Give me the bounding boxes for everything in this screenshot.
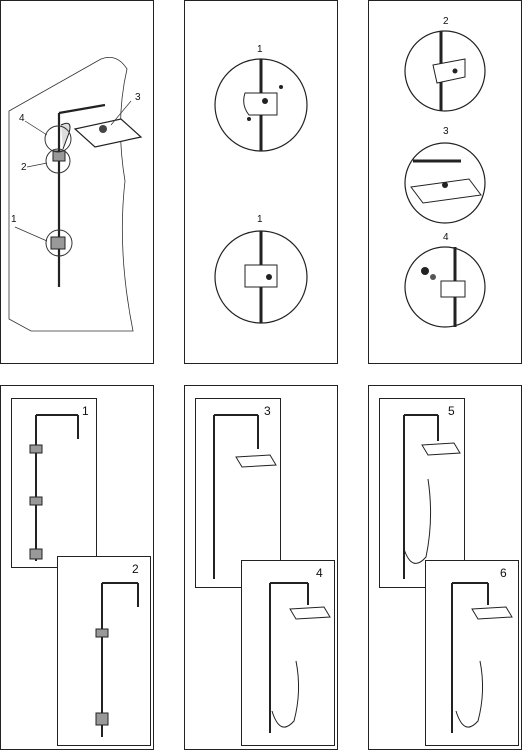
install-step-1-label: 1 xyxy=(82,404,89,418)
install-step-6-label: 6 xyxy=(500,566,507,580)
install-step-3-label: 3 xyxy=(264,404,271,418)
install-step-5-frame: 5 xyxy=(379,398,465,588)
install-step-4-frame: 4 xyxy=(241,560,335,746)
install-step-6-frame: 6 xyxy=(425,560,519,746)
step-label-top: 1 xyxy=(257,44,263,55)
install-step-5-drawing xyxy=(403,414,461,579)
callout-4: 4 xyxy=(19,113,25,124)
step-label-bottom: 1 xyxy=(257,214,263,225)
detail-b-illustration xyxy=(214,58,308,324)
install-step-3-frame: 3 xyxy=(195,398,281,588)
overview-panel: 4 2 1 3 xyxy=(0,0,154,364)
detail-panel-c: 2 3 4 xyxy=(368,0,522,364)
callout-3: 3 xyxy=(135,92,141,103)
install-panel-1-2: 1 2 xyxy=(0,385,154,750)
install-step-4-label: 4 xyxy=(316,566,323,580)
step-label-4: 4 xyxy=(443,232,449,243)
install-step-1-drawing xyxy=(29,414,79,561)
install-step-2-drawing xyxy=(95,582,139,737)
install-step-1-frame: 1 xyxy=(11,398,97,568)
overview-illustration xyxy=(8,56,143,332)
install-step-3-drawing xyxy=(213,414,277,579)
install-step-2-label: 2 xyxy=(132,562,139,576)
install-step-4-drawing xyxy=(269,582,331,733)
detail-panel-b: 1 1 xyxy=(184,0,338,364)
callout-2: 2 xyxy=(21,162,27,173)
detail-c-illustration xyxy=(404,30,486,328)
step-label-3: 3 xyxy=(443,126,449,137)
install-step-2-frame: 2 xyxy=(57,556,151,746)
install-panel-5-6: 5 6 xyxy=(368,385,522,750)
callout-1: 1 xyxy=(11,214,17,225)
install-step-5-label: 5 xyxy=(448,404,455,418)
step-label-2: 2 xyxy=(443,16,449,27)
install-step-6-drawing xyxy=(451,582,513,733)
install-panel-3-4: 3 4 xyxy=(184,385,338,750)
